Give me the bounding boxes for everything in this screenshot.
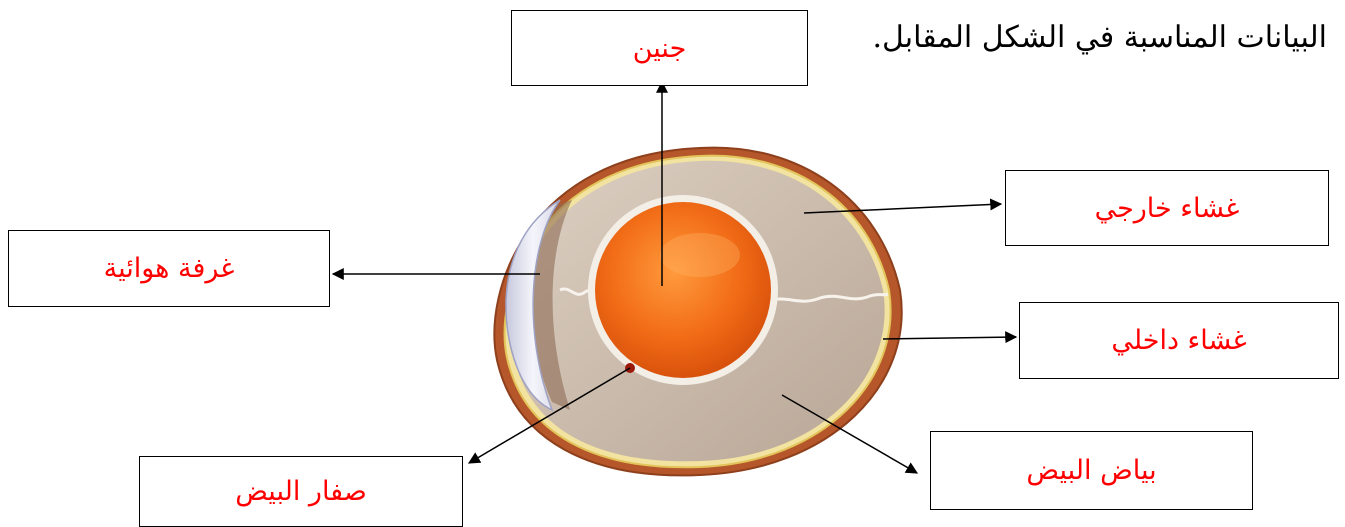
label-egg-white: بياض البيض [930,431,1253,510]
label-embryo: جنين [511,10,808,86]
arrow-inner-membrane [883,337,1016,339]
label-inner-membrane: غشاء داخلي [1019,302,1339,379]
yolk-highlight [660,233,740,277]
yolk [595,202,771,378]
label-outer-membrane: غشاء خارجي [1005,170,1329,246]
label-egg-yolk: صفار البيض [139,456,463,527]
label-air-chamber: غرفة هوائية [8,230,330,307]
